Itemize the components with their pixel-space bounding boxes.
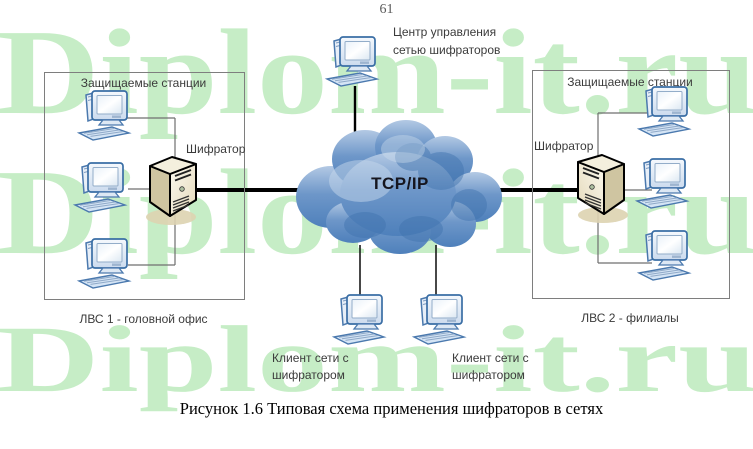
control-center-computer-icon — [324, 34, 384, 88]
lan1-box — [44, 72, 245, 300]
client1-label: Клиент сети с шифратором — [272, 351, 349, 383]
lan1-encryptor-server-icon — [144, 150, 200, 228]
lan2-title: Защищаемые станции — [567, 75, 693, 89]
lan1-title: Защищаемые станции — [80, 76, 207, 90]
lan1-station1-icon — [76, 88, 136, 142]
lan1-encryptor-label: Шифратор — [186, 142, 246, 156]
figure-caption: Рисунок 1.6 Типовая схема применения шиф… — [179, 399, 604, 418]
lan2-encryptor-server-icon — [574, 148, 630, 226]
lan2-encryptor-label: Шифратор — [534, 139, 594, 153]
lan1-station3-icon — [76, 236, 136, 290]
page-number: 61 — [379, 2, 394, 17]
lan2-station2-icon — [634, 156, 694, 210]
lan2-station3-icon — [636, 228, 696, 282]
lan1-station2-icon — [72, 160, 132, 214]
lan2-station1-icon — [636, 84, 696, 138]
client1-computer-icon — [331, 292, 391, 346]
lan2-caption: ЛВС 2 - филиалы — [581, 311, 679, 325]
lan1-caption: ЛВС 1 - головной офис — [79, 312, 208, 326]
client2-label: Клиент сети с шифратором — [452, 351, 529, 383]
lan2-box — [532, 70, 730, 299]
client2-computer-icon — [411, 292, 471, 346]
cloud-label: TCP/IP — [371, 174, 429, 193]
control-center-label: Центр управления сетью шифраторов — [393, 25, 501, 57]
